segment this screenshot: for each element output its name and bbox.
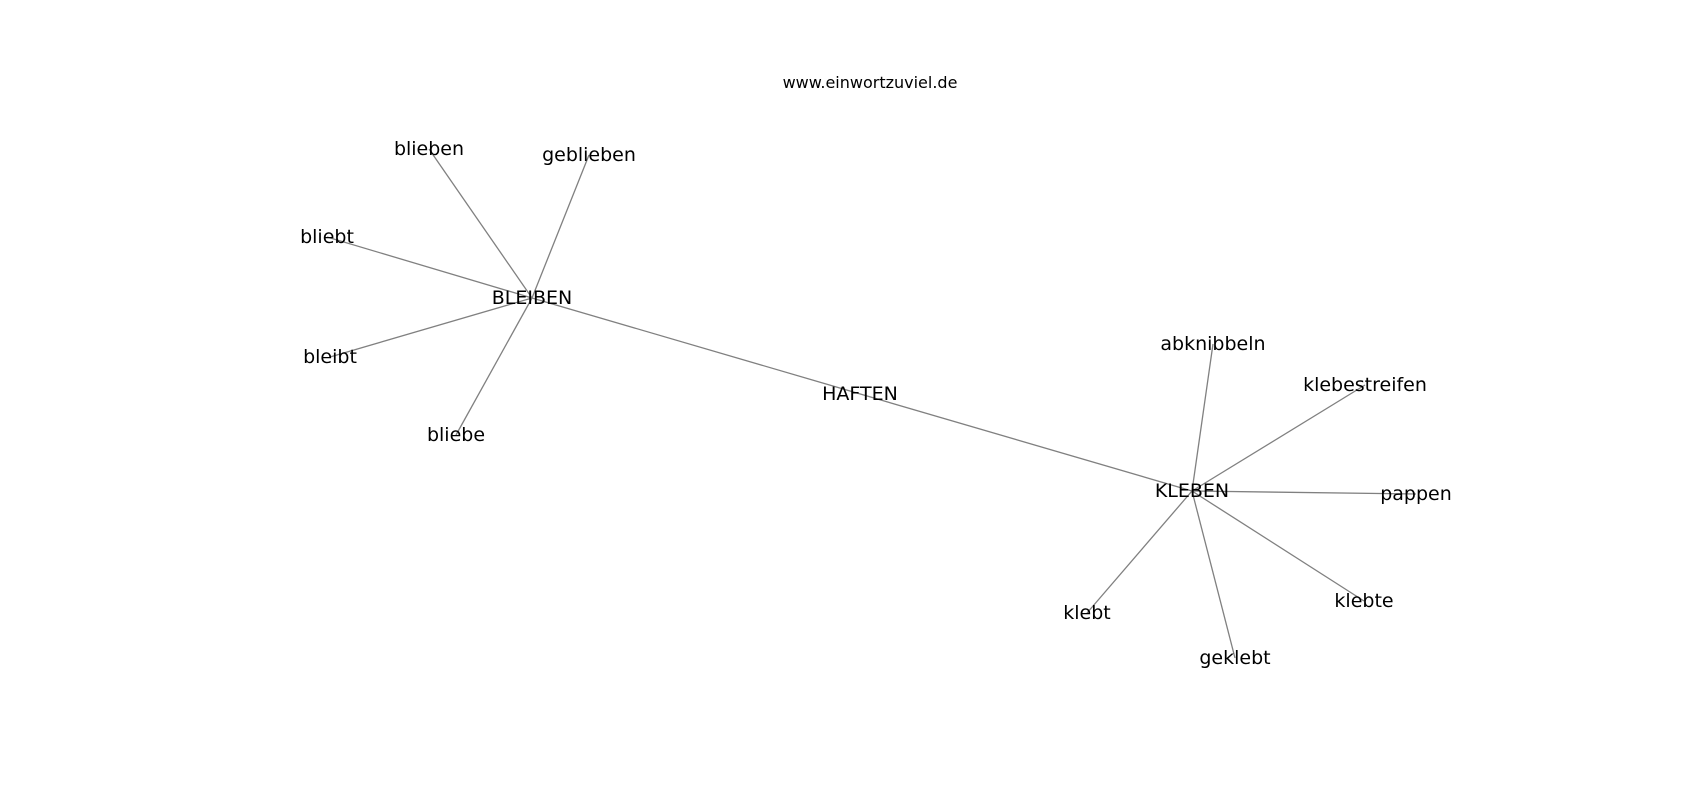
node-label-blieben: blieben bbox=[394, 138, 464, 160]
edge-bleiben-bleibt bbox=[329, 297, 533, 358]
edge-bleiben-kleben bbox=[531, 297, 1193, 492]
edge-kleben-abknibbeln bbox=[1191, 343, 1214, 492]
edge-kleben-klebte bbox=[1191, 490, 1365, 602]
edge-kleben-klebt bbox=[1086, 490, 1193, 614]
node-layer: HAFTEN BLEIBEN KLEBEN blieben geblieben blieb… bbox=[300, 138, 1452, 669]
node-label-abknibbeln: abknibbeln bbox=[1160, 333, 1265, 355]
node-label-bleiben: BLEIBEN bbox=[492, 287, 572, 309]
edge-kleben-geklebt bbox=[1191, 490, 1236, 659]
edge-layer bbox=[326, 148, 1417, 659]
site-caption: www.einwortzuviel.de bbox=[783, 73, 958, 92]
node-label-bliebt: bliebt bbox=[300, 226, 354, 248]
node-label-klebestreifen: klebestreifen bbox=[1303, 374, 1427, 396]
edge-bleiben-bliebt bbox=[326, 236, 533, 299]
node-label-pappen: pappen bbox=[1380, 483, 1452, 505]
edge-bleiben-blieben bbox=[428, 148, 533, 299]
node-label-geblieben: geblieben bbox=[542, 144, 636, 166]
node-label-bleibt: bleibt bbox=[303, 346, 357, 368]
edge-bleiben-geblieben bbox=[531, 154, 590, 299]
node-label-haften: HAFTEN bbox=[822, 383, 898, 405]
edge-kleben-klebestreifen bbox=[1191, 384, 1366, 492]
edge-bleiben-bliebe bbox=[455, 297, 533, 436]
node-label-klebte: klebte bbox=[1334, 590, 1393, 612]
node-label-geklebt: geklebt bbox=[1199, 647, 1270, 669]
edge-kleben-pappen bbox=[1191, 490, 1417, 495]
node-label-kleben: KLEBEN bbox=[1155, 480, 1229, 502]
node-label-bliebe: bliebe bbox=[427, 424, 485, 446]
node-label-klebt: klebt bbox=[1063, 602, 1110, 624]
